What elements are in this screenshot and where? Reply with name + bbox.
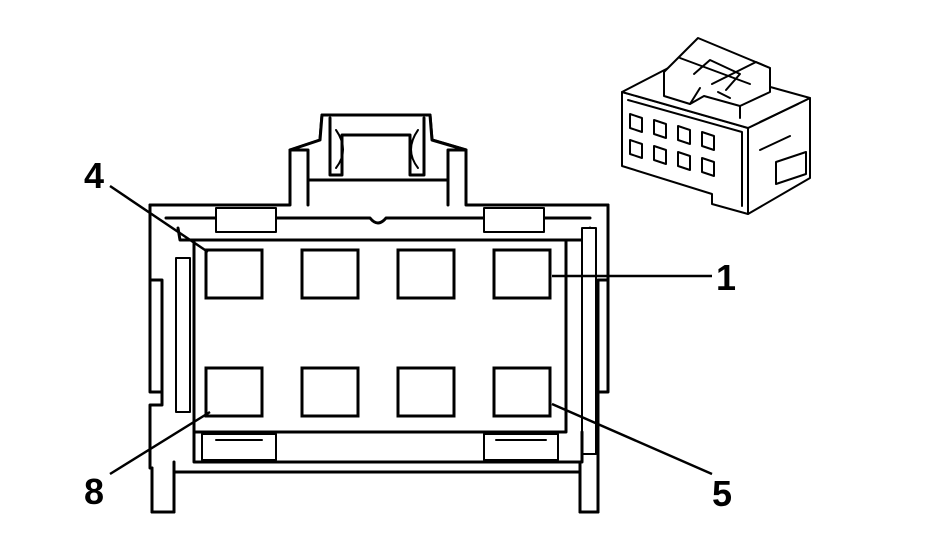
cavity-pin-5 [492, 366, 552, 418]
latch-ridge-left [335, 129, 344, 169]
cavity-pin-1 [492, 248, 552, 300]
iso-cavity [677, 151, 691, 171]
iso-latch-tab [711, 61, 771, 119]
latch-top-bar [328, 116, 426, 177]
connector-face-view: 4 1 8 5 [84, 113, 736, 514]
cavity-pin-6 [396, 366, 456, 418]
iso-cavities [629, 113, 715, 177]
bottom-lock-slot-right [483, 433, 559, 461]
latch-housing [288, 113, 468, 205]
pin-label-4: 4 [84, 155, 104, 196]
iso-cavity [701, 157, 715, 177]
latch-shoulders [288, 148, 468, 182]
iso-side-rails [759, 103, 799, 151]
top-lock-slot-left [215, 207, 277, 233]
top-inner-rim [164, 216, 592, 225]
cavity-field [192, 238, 568, 434]
bottom-inner-rim [192, 430, 584, 464]
left-guide-rail [175, 257, 191, 413]
pin-label-5: 5 [712, 473, 732, 514]
iso-cavity [677, 125, 691, 145]
iso-side-clip [775, 151, 807, 185]
connector-isometric-view [621, 37, 811, 215]
bottom-lock-slot-left [201, 433, 277, 461]
cavity-pin-3 [300, 248, 360, 300]
bottom-feet [150, 452, 600, 514]
left-side-profile [148, 203, 164, 394]
iso-cavity [629, 113, 643, 133]
pin-label-1: 1 [716, 257, 736, 298]
iso-cavity [653, 119, 667, 139]
iso-front-rim [627, 99, 743, 207]
leader-pin-4 [109, 184, 209, 254]
iso-cavity [653, 145, 667, 165]
iso-cavity [701, 131, 715, 151]
leader-pin-5 [551, 402, 713, 476]
cavity-pin-2 [396, 248, 456, 300]
iso-latch-detail [679, 57, 751, 105]
cavity-pin-8 [204, 366, 264, 418]
cavity-pin-7 [300, 366, 360, 418]
latch-inner-frame [306, 178, 450, 207]
latch-ridge-right [410, 129, 419, 169]
iso-cavity [629, 139, 643, 159]
cavity-pin-4 [204, 248, 264, 300]
right-side-profile [596, 203, 610, 394]
leader-pin-8 [109, 410, 211, 476]
top-lock-slot-right [483, 207, 545, 233]
right-guide-rail [581, 227, 597, 455]
pin-label-8: 8 [84, 471, 104, 512]
